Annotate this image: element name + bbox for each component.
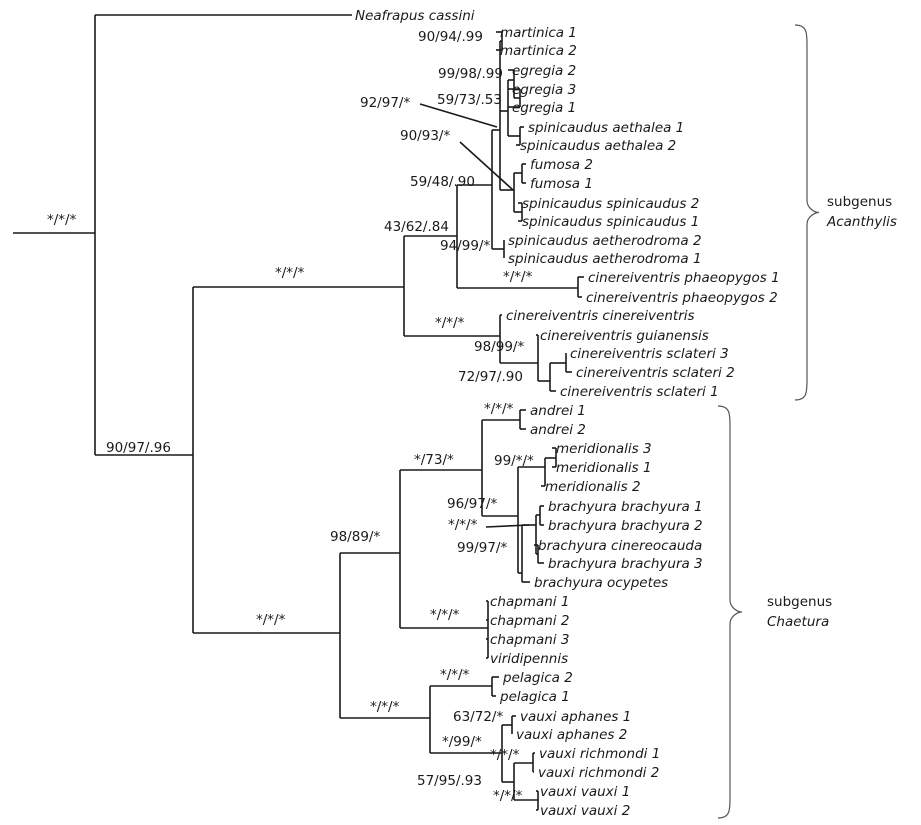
leaf-label-vaph1: vauxi aphanes 1 [520, 709, 631, 725]
leaf-label-bb3: brachyura brachyura 3 [548, 556, 703, 572]
leaf-label-aethero2: spinicaudus aetherodroma 2 [508, 233, 702, 249]
leaf-label-guian: cinereiventris guianensis [540, 328, 709, 344]
leaf-label-vv2: vauxi vauxi 2 [540, 803, 630, 819]
leaf-label-egregia2: egregia 2 [512, 63, 576, 79]
leaf-label-spini2: spinicaudus spinicaudus 2 [522, 196, 699, 212]
brace-acanthylis [794, 24, 820, 401]
support-label-s_90_94: 90/94/.99 [418, 29, 483, 45]
leaf-label-bocy: brachyura ocypetes [534, 575, 668, 591]
leaf-label-vv1: vauxi vauxi 1 [540, 784, 630, 800]
leaf-label-sclat1: cinereiventris sclateri 1 [560, 384, 719, 400]
support-label-s_96_97: 96/97/* [447, 496, 497, 512]
leaf-label-martinica2: martinica 2 [500, 43, 577, 59]
support-label-s_andrei: */*/* [484, 401, 514, 417]
leaf-label-aethalea1: spinicaudus aethalea 1 [528, 120, 684, 136]
leaf-label-phaeo1: cinereiventris phaeopygos 1 [588, 270, 780, 286]
leader-92-97 [419, 103, 498, 128]
leaf-label-sclat2: cinereiventris sclateri 2 [576, 365, 735, 381]
support-label-s_vrich: */*/* [490, 747, 520, 763]
support-label-s_bb: */*/* [448, 517, 478, 533]
support-label-s_73: */73/* [414, 452, 454, 468]
leaf-label-viridi: viridipennis [490, 651, 568, 667]
brace-chaetura [717, 405, 743, 819]
support-label-s_99_97: 99/97/* [457, 540, 507, 556]
leaf-label-aethalea2: spinicaudus aethalea 2 [520, 138, 676, 154]
support-label-s_chaetura: */*/* [256, 612, 286, 628]
support-label-s_99_98: 99/98/.99 [438, 66, 503, 82]
leaf-label-martinica1: martinica 1 [500, 25, 577, 41]
leaf-label-chap3: chapmani 3 [490, 632, 569, 648]
leaf-label-bcin: brachyura cinereocauda [538, 538, 702, 554]
leaf-label-egregia3: egregia 3 [512, 82, 576, 98]
group-label-acanthylis-line1: subgenus [827, 194, 892, 210]
support-label-s_root: */*/* [47, 212, 77, 228]
support-label-s_92_97: 92/97/* [360, 95, 410, 111]
leaf-label-merid3: meridionalis 3 [556, 441, 652, 457]
leaf-label-pel1: pelagica 1 [499, 689, 570, 705]
group-label-chaetura-line2: Chaetura [767, 614, 829, 630]
leaf-label-merid1: meridionalis 1 [556, 460, 652, 476]
support-label-s_99_star: 99/*/* [494, 453, 534, 469]
support-label-s_90_93: 90/93/* [400, 128, 450, 144]
leaf-label-merid2: meridionalis 2 [545, 479, 641, 495]
support-label-s_59_73: 59/73/.53 [437, 92, 502, 108]
support-label-s_vv: */*/* [493, 788, 523, 804]
leaf-label-egregia1: egregia 1 [512, 100, 576, 116]
support-label-s_72_97: 72/97/.90 [458, 369, 523, 385]
leaf-label-sclat3: cinereiventris sclateri 3 [570, 346, 729, 362]
support-label-s_63_72: 63/72/* [453, 709, 503, 725]
leaf-label-bb2: brachyura brachyura 2 [548, 518, 703, 534]
support-label-s_cine: */*/* [435, 315, 465, 331]
support-label-s_94_99: 94/99/* [440, 238, 490, 254]
support-label-s_phaeo: */*/* [503, 269, 533, 285]
leaf-label-vrich1: vauxi richmondi 1 [539, 746, 660, 762]
leaf-label-aethero1: spinicaudus aetherodroma 1 [508, 251, 702, 267]
support-label-s_43: 43/62/.84 [384, 219, 449, 235]
support-label-s_acanthylis: */*/* [275, 265, 305, 281]
leaf-label-cinecine: cinereiventris cinereiventris [506, 308, 695, 324]
leaf-label-andrei2: andrei 2 [530, 422, 586, 438]
leaf-label-pel2: pelagica 2 [502, 670, 573, 686]
support-label-s_98_99: 98/99/* [474, 339, 524, 355]
leaf-label-chap2: chapmani 2 [490, 613, 569, 629]
support-label-s_pelvaux: */*/* [370, 699, 400, 715]
leaf-label-andrei1: andrei 1 [530, 403, 586, 419]
support-label-s_chaetura_all: 90/97/.96 [106, 440, 171, 456]
leader-bb [485, 524, 530, 528]
support-label-s_pelagica: */*/* [440, 667, 470, 683]
support-label-s_57_95: 57/95/.93 [417, 773, 482, 789]
support-label-s_99_v: */99/* [442, 734, 482, 750]
leaf-label-vrich2: vauxi richmondi 2 [538, 765, 659, 781]
group-label-chaetura-line1: subgenus [767, 594, 832, 610]
leaf-label-bb1: brachyura brachyura 1 [548, 499, 703, 515]
leaf-label-neafrapus: Neafrapus cassini [355, 8, 475, 24]
support-label-s_59_48: 59/48/.90 [410, 174, 475, 190]
leaf-label-fumosa2: fumosa 2 [530, 157, 593, 173]
leaf-label-fumosa1: fumosa 1 [530, 176, 593, 192]
leaf-label-chap1: chapmani 1 [490, 594, 569, 610]
leader-90-93 [459, 141, 514, 191]
support-label-s_chapmani: */*/* [430, 607, 460, 623]
support-label-s_98_89: 98/89/* [330, 529, 380, 545]
leaf-label-phaeo2: cinereiventris phaeopygos 2 [586, 290, 778, 306]
group-label-acanthylis-line2: Acanthylis [826, 214, 897, 230]
leaf-label-vaph2: vauxi aphanes 2 [516, 727, 627, 743]
leaf-label-spini1: spinicaudus spinicaudus 1 [522, 214, 699, 230]
